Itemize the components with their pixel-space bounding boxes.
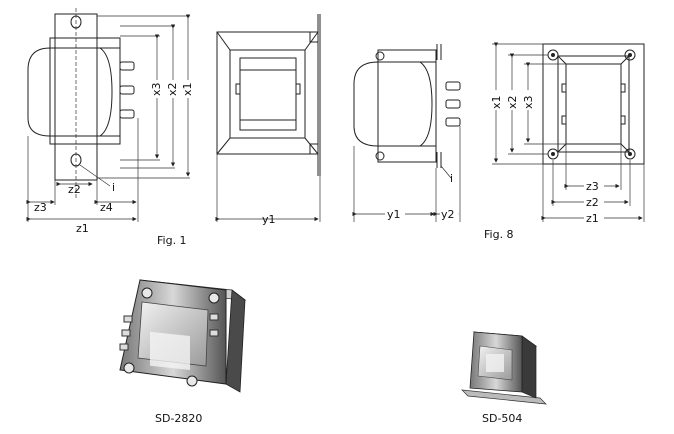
photo-sd-2820 (119, 279, 247, 393)
fig8-hole-br (624, 148, 636, 160)
fig1-core (49, 37, 121, 145)
fig8-x3-label: x3 (522, 95, 535, 109)
fig1-terminal-1 (119, 61, 135, 71)
fig1-side-view: y1 (215, 14, 321, 226)
fig8-z3-label: z3 (586, 180, 599, 193)
photo-sd-504 (461, 331, 547, 405)
fig8-y1-label: y1 (387, 208, 401, 221)
fig1-z4-label: z4 (100, 201, 113, 214)
fig8-side-view: i y1 y2 (352, 44, 461, 222)
fig8-x1-label: x1 (490, 95, 503, 109)
fig1-x3-label: x3 (150, 82, 163, 96)
fig1-front-view: x1 x2 x3 z2 i z3 z4 z1 (26, 8, 194, 235)
fig1-side-window (239, 57, 297, 131)
fig1-y1-label: y1 (262, 213, 276, 226)
fig1-i-label: i (112, 181, 115, 194)
photo-label-sd-2820: SD-2820 (155, 412, 202, 425)
fig1-terminal-2 (119, 85, 135, 95)
fig1-coil-left (27, 47, 51, 137)
fig8-terminal-2 (445, 99, 461, 109)
fig1-z2-label: z2 (68, 183, 81, 196)
fig8-window (565, 63, 622, 145)
fig8-hole-tr (624, 49, 636, 61)
fig8-caption: Fig. 8 (484, 228, 514, 241)
fig1-x1-label: x1 (181, 82, 194, 96)
fig8-y2-label: y2 (441, 208, 455, 221)
fig1-caption: Fig. 1 (157, 234, 187, 247)
fig8-terminal-1 (445, 81, 461, 91)
fig1-x2-label: x2 (166, 82, 179, 96)
photo-label-sd-504: SD-504 (482, 412, 522, 425)
fig8-coil-left (353, 61, 379, 147)
fig8-frame (542, 43, 645, 165)
fig8-i-label: i (450, 172, 453, 185)
fig1-z1-label: z1 (76, 222, 89, 235)
fig8-z2-label: z2 (586, 196, 599, 209)
fig8-core (377, 49, 437, 163)
fig8-x2-label: x2 (506, 95, 519, 109)
fig8-terminal-3 (445, 117, 461, 127)
fig1-terminal-3 (119, 109, 135, 119)
fig8-z1-label: z1 (586, 212, 599, 225)
fig1-z3-label: z3 (34, 201, 47, 214)
fig8-front-view: x1 x2 x3 z3 z2 z1 (488, 42, 645, 225)
